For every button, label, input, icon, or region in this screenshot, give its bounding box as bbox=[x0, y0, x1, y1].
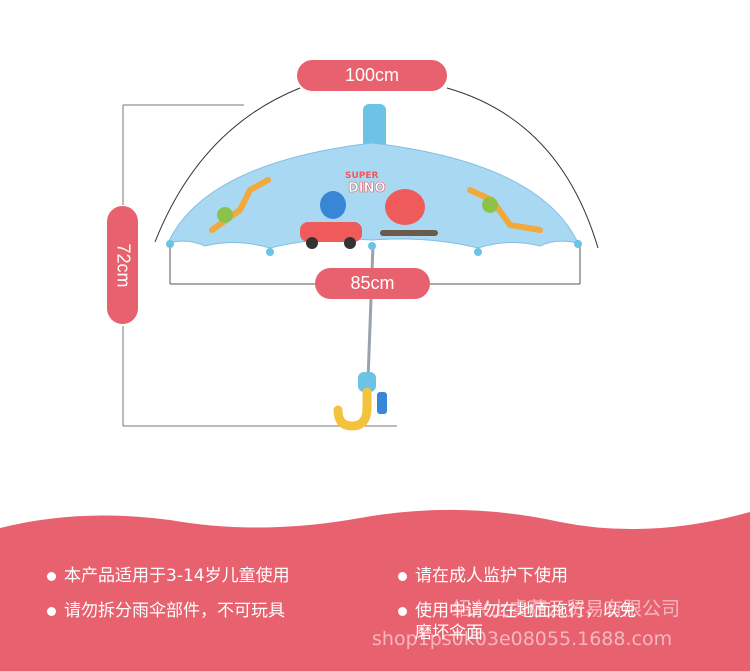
feature-item: 使用中请勿在地面拖行，以免 磨坏伞面 bbox=[398, 600, 636, 644]
feature-text-continued: 磨坏伞面 bbox=[415, 623, 483, 643]
bottom-pink-band bbox=[0, 509, 750, 671]
handle-collar bbox=[358, 372, 376, 392]
rib-tip bbox=[474, 248, 482, 256]
car-wheel bbox=[306, 237, 318, 249]
height-value: 72cm bbox=[113, 242, 134, 288]
canopy-text-dino: DINO bbox=[348, 181, 386, 196]
watermark-company: 绍兴上虞萨云贸易有限公司 bbox=[452, 598, 681, 620]
feature-item: 请勿拆分雨伞部件，不可玩具 bbox=[47, 600, 285, 622]
tree-shape bbox=[482, 197, 498, 213]
feature-item: 请在成人监护下使用 bbox=[398, 565, 568, 587]
rib-tip bbox=[266, 248, 274, 256]
car-wheel bbox=[344, 237, 356, 249]
tree-shape bbox=[217, 207, 233, 223]
umbrella-illustration: SUPER DINO bbox=[122, 87, 599, 431]
car-shape bbox=[300, 222, 362, 242]
umbrella-shaft bbox=[366, 244, 375, 381]
red-dino-shape bbox=[385, 189, 425, 225]
umbrella-handle bbox=[333, 387, 372, 431]
bullet-dot-icon bbox=[47, 572, 56, 581]
skateboard-shape bbox=[380, 230, 438, 236]
feature-text: 请在成人监护下使用 bbox=[415, 566, 568, 586]
top-width-label: 100cm bbox=[297, 60, 447, 91]
umbrella-canopy bbox=[167, 142, 579, 249]
rib-tip bbox=[368, 242, 376, 250]
feature-item: 本产品适用于3-14岁儿童使用 bbox=[47, 565, 290, 587]
top-arc-right bbox=[446, 87, 599, 249]
rib-tip bbox=[574, 240, 582, 248]
watermark-url: shop1ps0k03e08055.1688.com bbox=[372, 628, 673, 650]
canopy-text-super: SUPER bbox=[345, 171, 379, 181]
span-width-label: 85cm bbox=[315, 268, 430, 299]
span-width-value: 85cm bbox=[350, 273, 395, 293]
feature-text: 请勿拆分雨伞部件，不可玩具 bbox=[64, 601, 285, 621]
bullet-dot-icon bbox=[398, 572, 407, 581]
rib-tip bbox=[166, 240, 174, 248]
bullet-dot-icon bbox=[398, 607, 407, 616]
handle-strap bbox=[377, 392, 387, 414]
feature-text: 使用中请勿在地面拖行，以免 bbox=[415, 601, 636, 621]
blue-dino-shape bbox=[320, 191, 346, 219]
height-label: 72cm bbox=[107, 206, 138, 324]
bullet-dot-icon bbox=[47, 607, 56, 616]
top-arc-left bbox=[154, 87, 301, 243]
umbrella-top-tip bbox=[363, 104, 386, 154]
feature-text: 本产品适用于3-14岁儿童使用 bbox=[64, 566, 290, 586]
top-width-value: 100cm bbox=[344, 65, 400, 85]
giraffe-right-shape bbox=[467, 187, 543, 233]
